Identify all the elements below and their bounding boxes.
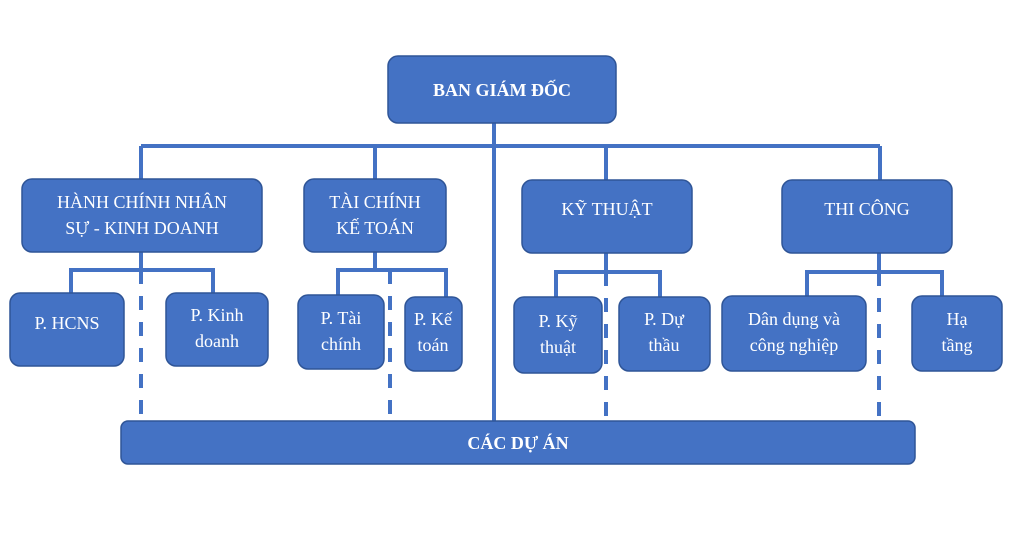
branch-bracket-tc <box>805 270 944 296</box>
root-box <box>387 55 617 124</box>
division-box <box>21 178 263 253</box>
division-node-kt: KỸ THUẬT <box>521 179 693 254</box>
department-node-dan-dung-cong-nghiep: Dân dụng và công nghiệp <box>721 295 867 372</box>
division-box <box>521 179 693 254</box>
division-box <box>303 178 447 253</box>
department-label-line: Hạ <box>947 309 968 329</box>
department-node-ha-tang: Hạ tầng <box>911 295 1003 372</box>
department-node-p-kinh-doanh: P. Kinh doanh <box>165 292 269 367</box>
department-box <box>404 296 463 372</box>
division-label-line: KẾ TOÁN <box>336 217 414 238</box>
department-label-line: công nghiệp <box>750 335 838 355</box>
division-label-line: KỸ THUẬT <box>561 198 652 219</box>
projects-label: CÁC DỰ ÁN <box>467 432 568 453</box>
department-label-line: thuật <box>540 337 576 357</box>
root-label: BAN GIÁM ĐỐC <box>433 79 571 100</box>
department-label-line: P. HCNS <box>34 313 99 333</box>
department-box <box>911 295 1003 372</box>
division-box <box>781 179 953 254</box>
department-label-line: thầu <box>649 335 680 355</box>
department-label-line: toán <box>418 335 449 355</box>
department-label-line: Dân dụng và <box>748 309 840 329</box>
projects-node: CÁC DỰ ÁN <box>120 420 916 465</box>
division-label-line: THI CÔNG <box>824 198 910 219</box>
department-box <box>721 295 867 372</box>
department-node-p-tai-chinh: P. Tài chính <box>297 294 385 370</box>
department-box <box>618 296 711 372</box>
department-node-p-ky-thuat: P. Kỹ thuật <box>513 296 603 374</box>
department-node-p-hcns: P. HCNS <box>9 292 125 367</box>
division-label-line: SỰ - KINH DOANH <box>65 218 218 238</box>
connectors <box>69 123 944 421</box>
department-box <box>297 294 385 370</box>
department-label-line: P. Kế <box>414 309 453 329</box>
department-box <box>165 292 269 367</box>
root-node: BAN GIÁM ĐỐC <box>387 55 617 124</box>
department-node-p-du-thau: P. Dự thầu <box>618 296 711 372</box>
department-label-line: chính <box>321 334 361 354</box>
division-node-tc: THI CÔNG <box>781 179 953 254</box>
department-label-line: P. Dự <box>644 309 685 329</box>
department-label-line: P. Tài <box>321 308 362 328</box>
department-node-p-ke-toan: P. Kế toán <box>404 296 463 372</box>
division-label-line: HÀNH CHÍNH NHÂN <box>57 191 227 212</box>
department-label-line: P. Kỹ <box>538 311 577 331</box>
department-label-line: doanh <box>195 331 239 351</box>
division-node-hcns-kd: HÀNH CHÍNH NHÂN SỰ - KINH DOANH <box>21 178 263 253</box>
department-label-line: tầng <box>942 335 973 355</box>
projects-box <box>120 420 916 465</box>
department-label-line: P. Kinh <box>190 305 243 325</box>
department-box <box>9 292 125 367</box>
division-node-tckt: TÀI CHÍNH KẾ TOÁN <box>303 178 447 253</box>
division-label-line: TÀI CHÍNH <box>329 191 421 212</box>
department-box <box>513 296 603 374</box>
